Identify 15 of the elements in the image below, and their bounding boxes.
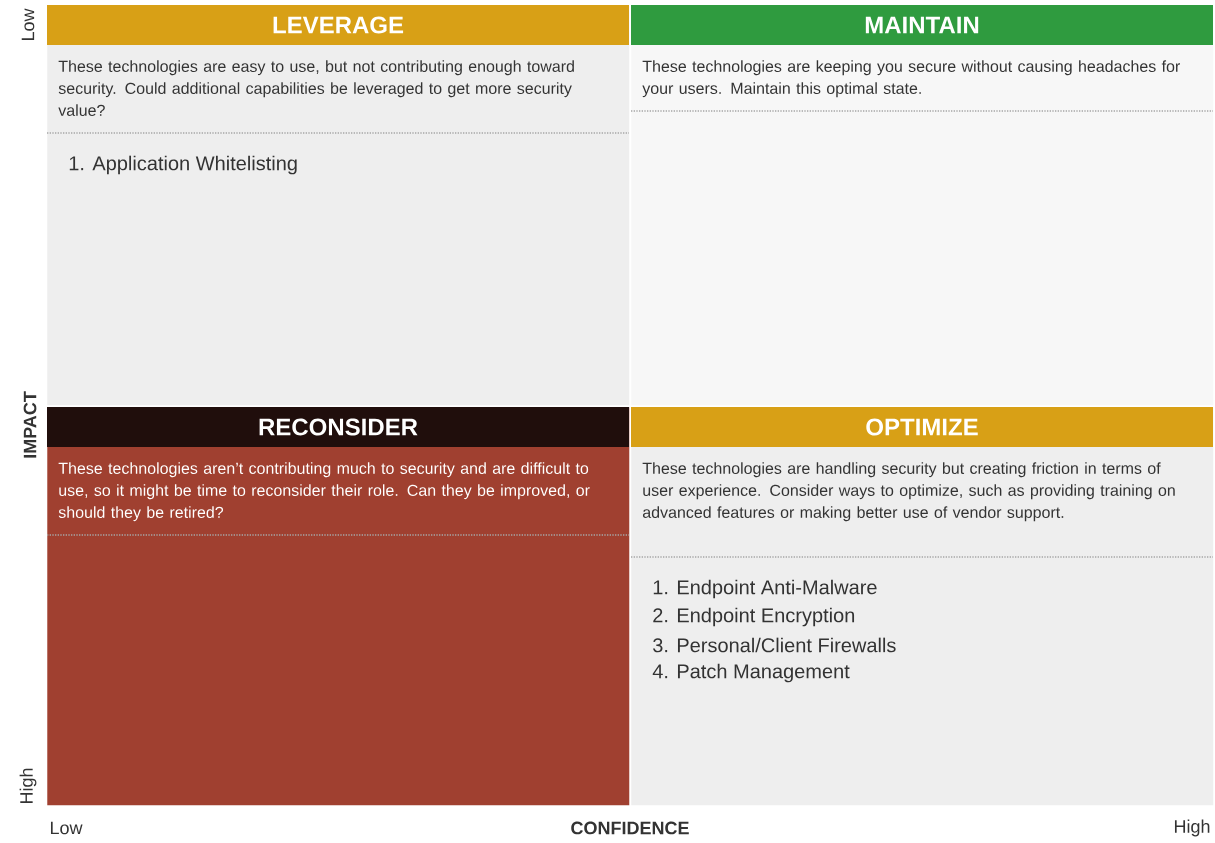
list-item: 4. Patch Management (652, 663, 850, 683)
quadrant-heading: RECONSIDER (47, 407, 629, 447)
axis-title: IMPACT (23, 391, 37, 458)
description: These technologies are handling security but creating friction in terms of user experience. Consider ways to optimize, such as providing training on advanced features or making better use of vendor support. (642, 462, 1175, 522)
description: These technologies are easy to use, but not contributing enough toward security. Could additional capabilities be leveraged to get more security value? (58, 60, 574, 116)
list-item: 1. Application Whitelisting (69, 155, 297, 175)
description: These technologies aren’t contributing much to security and are difficult to use, so it might be time to reconsider their role. Can they be improved, or should they be retired? (58, 462, 590, 522)
quadrant-heading: OPTIMIZE (631, 407, 1213, 447)
list-item: 3. Personal/Client Firewalls (653, 637, 896, 653)
list-item: 2. Endpoint Encryption (653, 607, 855, 627)
description: These technologies are keeping you secure without causing headaches for your users. Maintain this optimal state. (642, 60, 1180, 98)
quadrant-heading: MAINTAIN (631, 5, 1213, 45)
quadrant-heading: LEVERAGE (47, 5, 629, 45)
axis-title: CONFIDENCE (571, 821, 689, 835)
list-item: 1. Endpoint Anti-Malware (653, 579, 877, 599)
